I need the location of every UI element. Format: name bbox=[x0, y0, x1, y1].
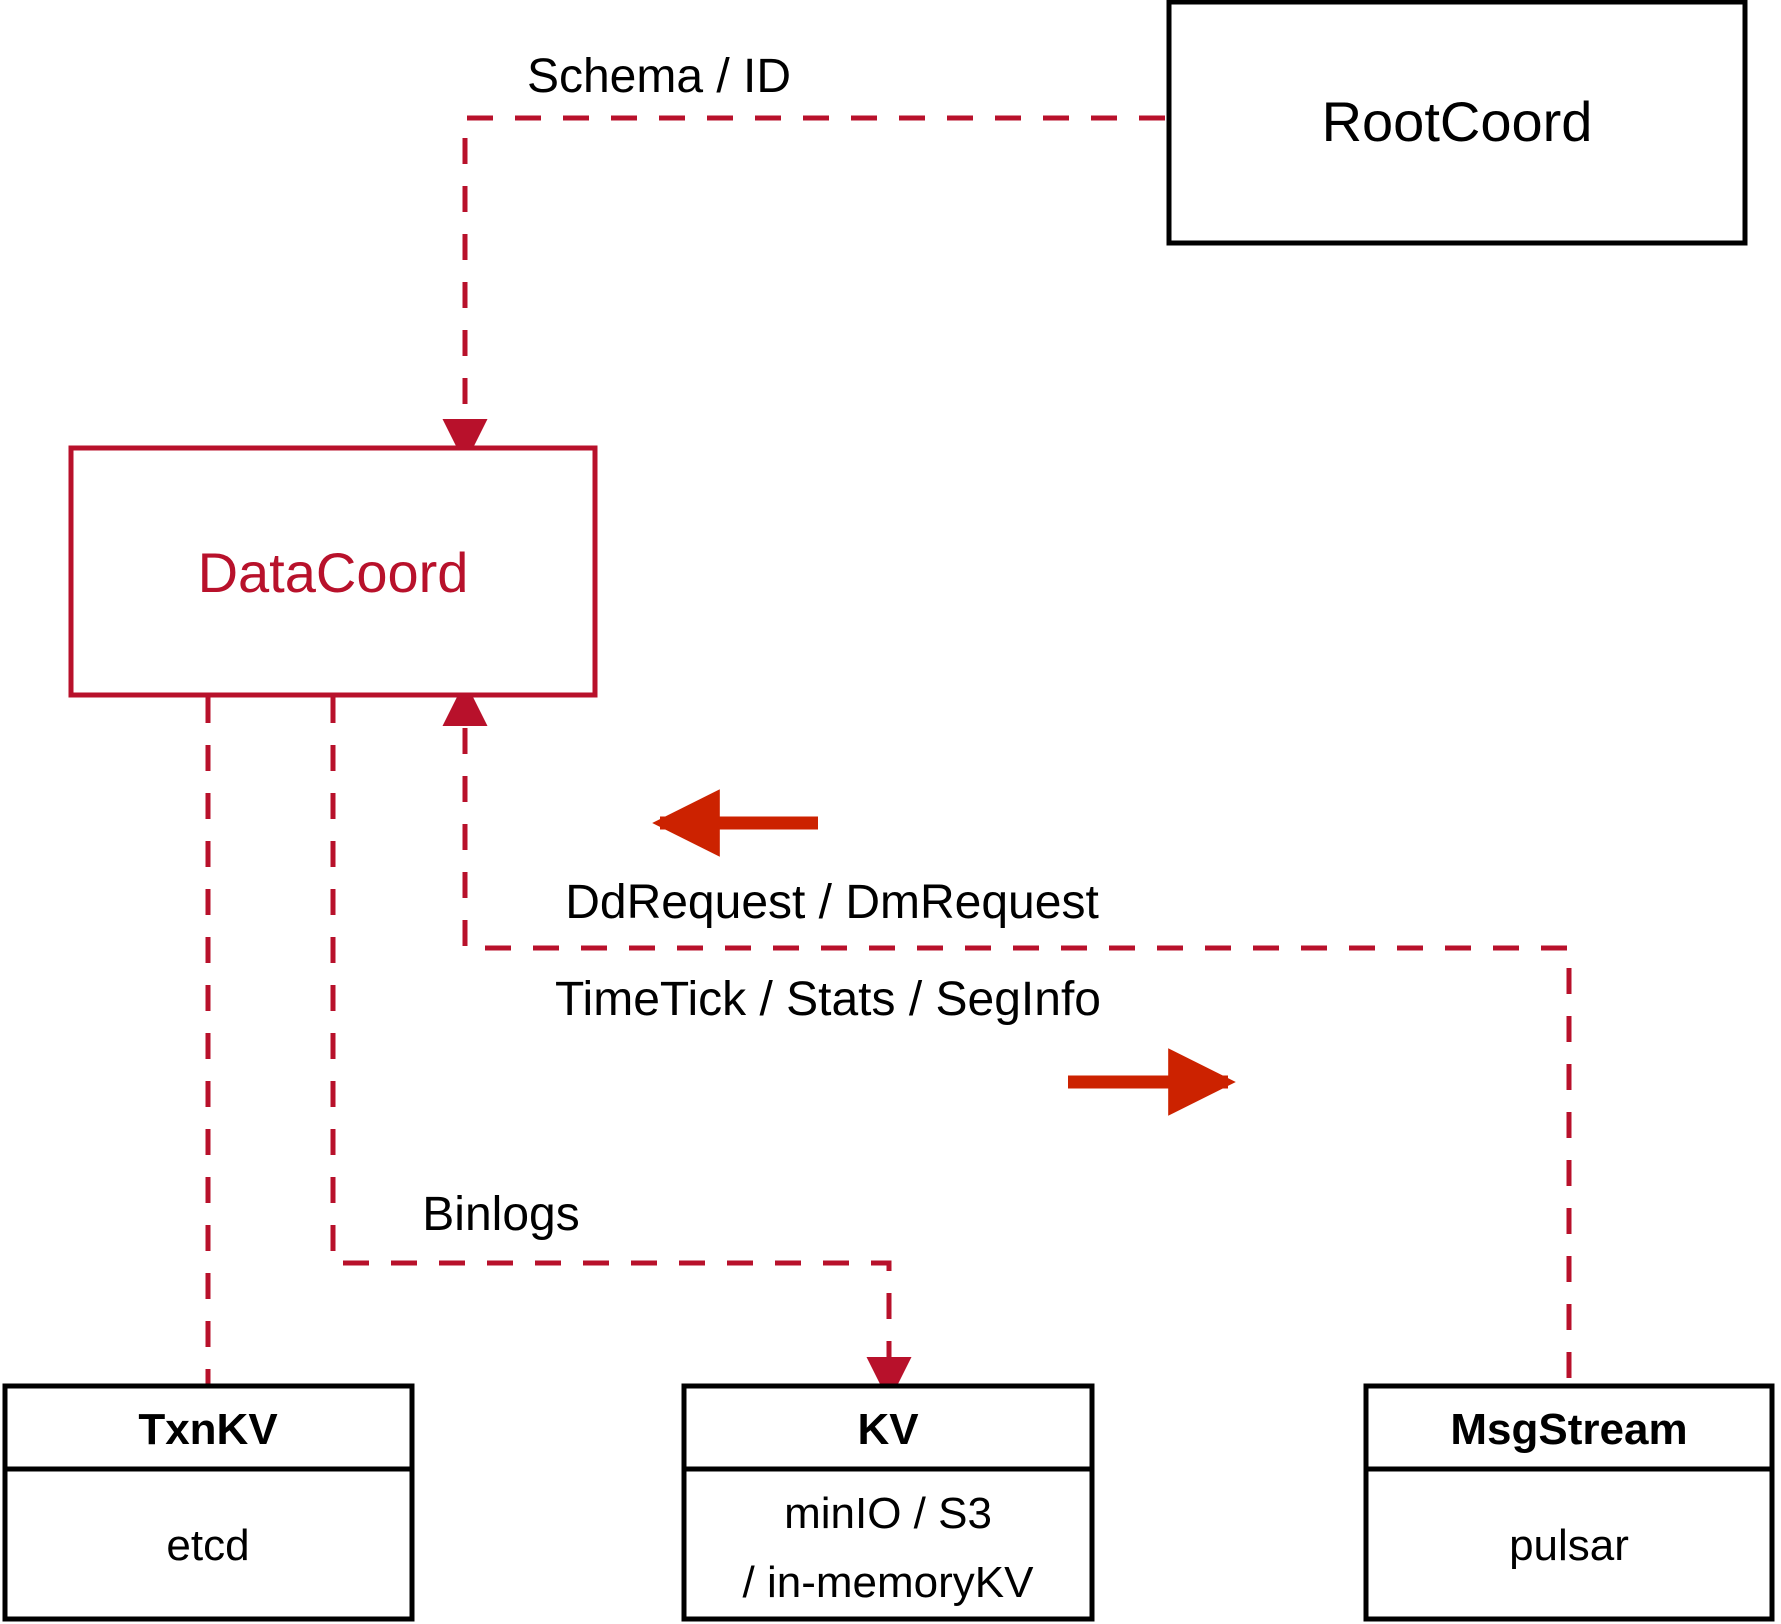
edge-label-timetick-stats-seginfo: TimeTick / Stats / SegInfo bbox=[555, 973, 1101, 1026]
node-msgstream-header: MsgStream bbox=[1450, 1405, 1687, 1454]
node-kv-body-line1: minIO / S3 bbox=[784, 1489, 992, 1538]
node-rootcoord-box[interactable] bbox=[1166, 0, 1748, 246]
edge-label-binlogs: Binlogs bbox=[422, 1188, 579, 1241]
node-datacoord-box[interactable] bbox=[68, 445, 598, 698]
edge-label-schema-id: Schema / ID bbox=[527, 50, 791, 103]
node-kv-body-line2: / in-memoryKV bbox=[743, 1558, 1035, 1607]
node-rootcoord-label: RootCoord bbox=[1322, 90, 1593, 153]
edge-label-dd-dm-request: DdRequest / DmRequest bbox=[565, 876, 1099, 929]
edge-schema-id-path bbox=[442, 115, 1165, 465]
node-msgstream-body-line1: pulsar bbox=[1509, 1521, 1629, 1570]
node-txnkv-header: TxnKV bbox=[138, 1405, 278, 1454]
node-txnkv-box[interactable] bbox=[2, 1383, 415, 1622]
node-msgstream-box[interactable] bbox=[1363, 1383, 1775, 1622]
node-txnkv-body-line1: etcd bbox=[166, 1521, 249, 1570]
edge-binlogs-path bbox=[330, 697, 912, 1403]
node-kv-box[interactable] bbox=[681, 1383, 1095, 1622]
node-datacoord-label: DataCoord bbox=[198, 541, 469, 604]
node-kv-header: KV bbox=[857, 1405, 919, 1454]
edge-msgstream-datacoord-path bbox=[442, 680, 1572, 1378]
